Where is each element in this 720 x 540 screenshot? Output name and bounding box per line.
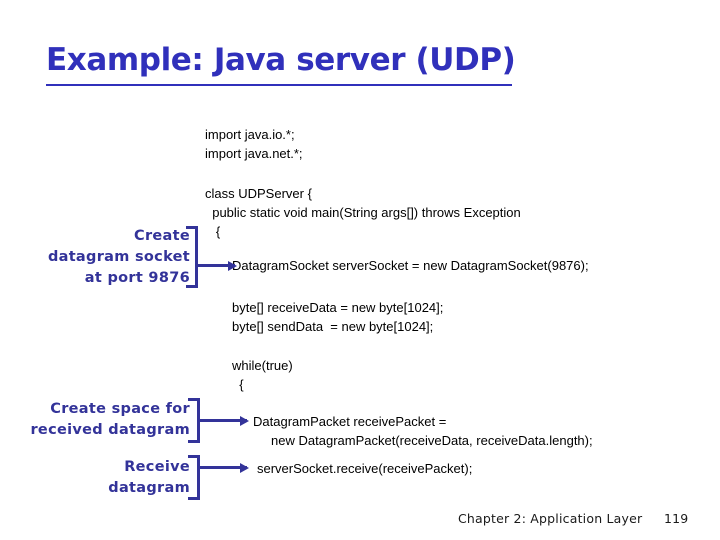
page-title: Example: Java server (UDP) [46, 42, 516, 78]
arrow-receive-datagram [199, 462, 249, 473]
code-line-main-open-brace: { [205, 224, 221, 239]
code-line-import-io: import java.io.*; [205, 127, 295, 142]
annotation-receive-datagram: Receive datagram [108, 459, 190, 496]
footer-page-number: 119 [664, 511, 689, 526]
arrow-create-datagram-socket [197, 260, 237, 271]
code-line-receive-data-buffer: byte[] receiveData = new byte[1024]; [232, 300, 444, 315]
code-line-while-open-brace: { [232, 377, 244, 392]
footer-chapter-label: Chapter 2: Application Layer [458, 511, 643, 526]
code-line-datagram-packet: DatagramPacket receivePacket = [253, 414, 447, 429]
code-line-datagram-packet-new: new DatagramPacket(receiveData, receiveD… [253, 433, 593, 448]
title-underline [46, 84, 512, 86]
arrow-create-space-for-received-datagram [199, 415, 249, 426]
code-line-main-signature: public static void main(String args[]) t… [205, 205, 521, 220]
annotation-create-datagram-socket: Create datagram socket at port 9876 [47, 228, 190, 286]
bracket-create-datagram-socket [186, 226, 198, 288]
code-line-socket-receive: serverSocket.receive(receivePacket); [257, 461, 473, 476]
code-line-datagram-socket: DatagramSocket serverSocket = new Datagr… [232, 258, 589, 273]
code-line-while-true: while(true) [232, 358, 293, 373]
code-line-class-decl: class UDPServer { [205, 186, 312, 201]
code-line-send-data-buffer: byte[] sendData = new byte[1024]; [232, 319, 434, 334]
annotation-create-space-for-received-datagram: Create space for received datagram [30, 401, 190, 438]
code-line-import-net: import java.net.*; [205, 146, 303, 161]
bracket-receive-datagram [188, 455, 200, 500]
bracket-create-space-for-received-datagram [188, 398, 200, 443]
